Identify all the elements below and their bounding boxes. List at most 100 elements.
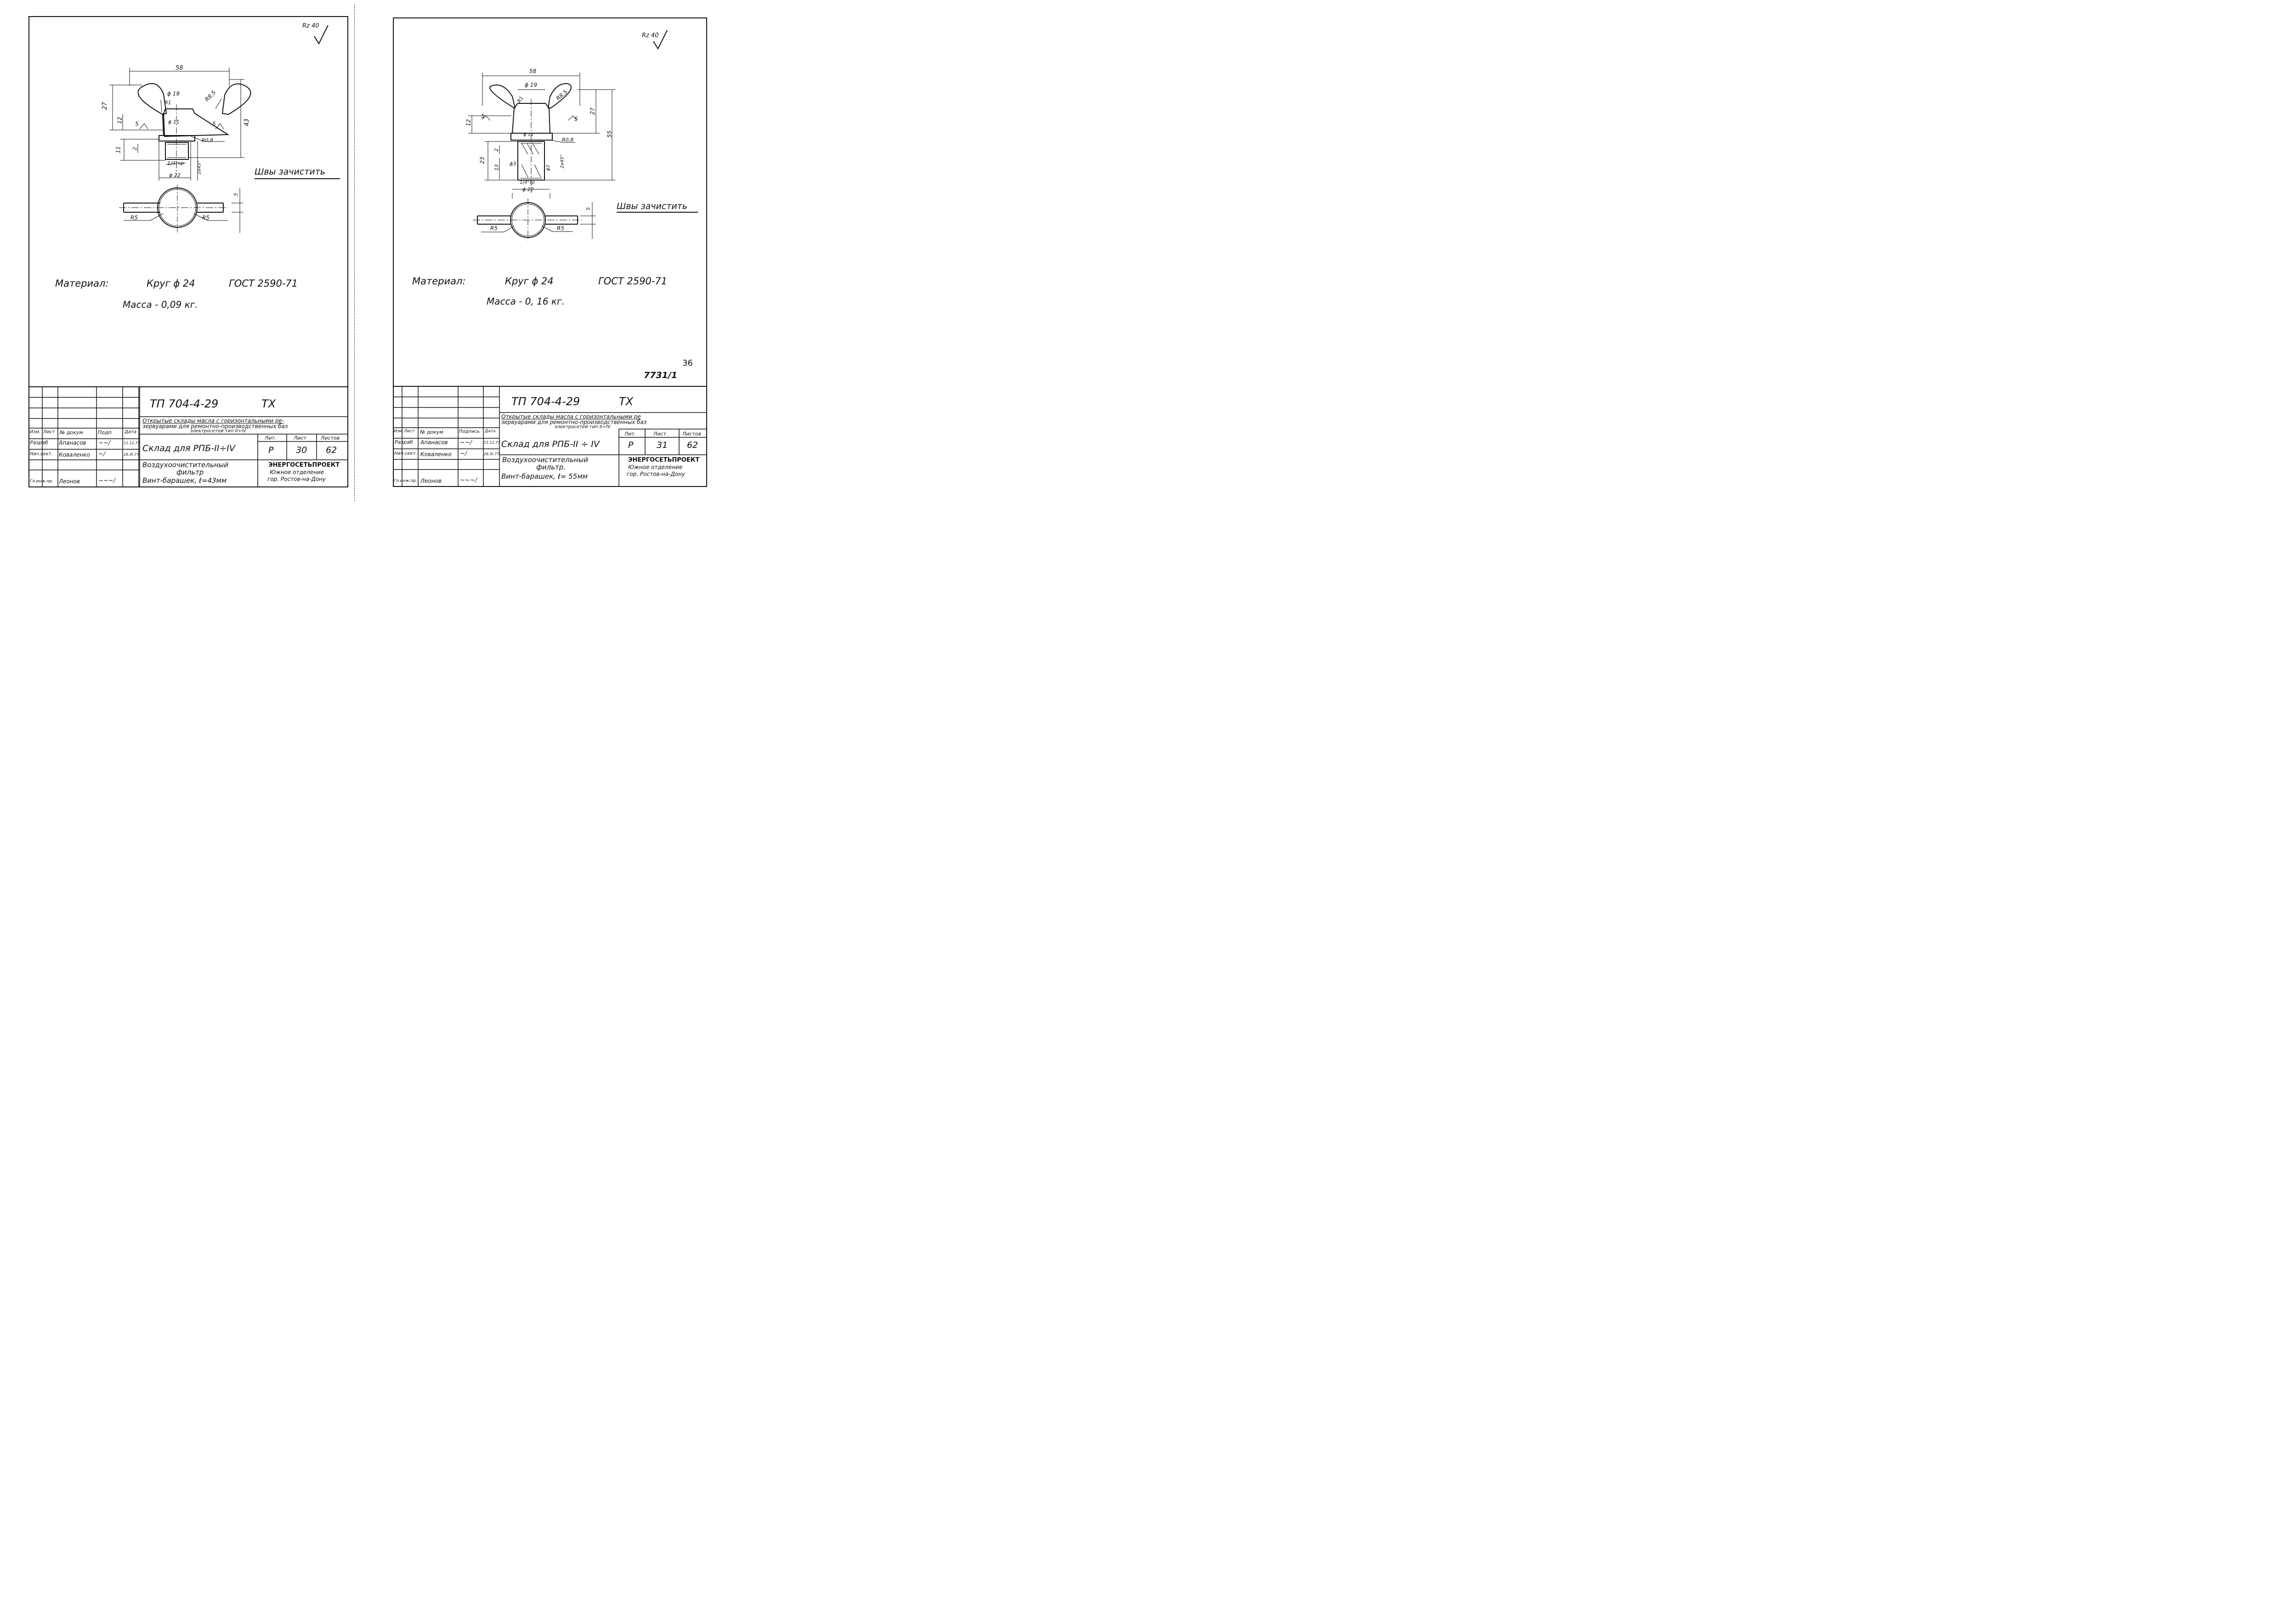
dim-hole-dia: ϕ3 <box>510 161 516 167</box>
title-block: ТП 704-4-29 ТХ Открытые склады масла с г… <box>29 386 347 486</box>
thread-spec: 1/4"тр <box>167 160 184 166</box>
dim-width: 58 <box>176 65 183 72</box>
wing-screw-drawing-55mm <box>468 30 698 241</box>
dim-chamfer-depth: 2 <box>132 147 138 150</box>
dim-thread-dia: ϕ 22 <box>169 172 181 178</box>
dim-thread-length: 23 <box>479 157 486 164</box>
roughness-mark: Rz 40 <box>302 23 319 29</box>
role-section-head: Нач.сект. <box>30 452 53 457</box>
dim-hub-dia: ϕ 19 <box>167 90 180 97</box>
col-izm: Изм. <box>30 430 41 435</box>
col-list: Лист <box>404 429 414 434</box>
organization-branch: Южное отделение <box>270 469 324 475</box>
drawing-sheet-right: Rz 40 58 ϕ 19 R1 R8,5 5 5 12 27 55 ϕ 11 … <box>393 17 707 487</box>
material-value: Круг ϕ 24 <box>505 276 554 287</box>
weld-right: 5 <box>574 116 578 122</box>
organization-city: гор. Ростов-на-Дону <box>267 476 326 482</box>
date-section-head: 26.XI.77 <box>484 452 499 456</box>
dim-hole-offset: 13 <box>493 164 500 171</box>
name-section-head: Коваленко <box>59 452 90 458</box>
drawing-name-line3: Винт-барашек, ℓ= 55мм <box>501 472 588 481</box>
col-izm: Изм. <box>394 429 404 434</box>
object-title: Склад для РПБ-II÷IV <box>142 443 235 453</box>
organization-name: ЭНЕРГОСЕТЬПРОЕКТ <box>628 457 700 464</box>
dim-hub-height: 12 <box>465 119 472 126</box>
thread-spec: 1/4"тр <box>520 180 535 185</box>
col-date: Дата <box>125 430 136 435</box>
dim-fillet: R1 <box>164 100 171 106</box>
col-sign: Подп <box>98 430 112 435</box>
doc-code: ТП 704-4-29 <box>150 397 219 410</box>
doc-code: ТП 704-4-29 <box>511 395 580 408</box>
dim-total-height: 43 <box>243 119 250 126</box>
organization-city: гор. Ростов-на-Дону <box>627 471 685 477</box>
sheet-label: Лист <box>294 435 306 441</box>
fold-line <box>354 5 355 501</box>
col-sign: Подпись <box>459 429 480 434</box>
name-developer: Апанасов <box>59 440 86 446</box>
drawing-sheet-left: Rz 40 58 ϕ 19 R1 R8,5 ϕ 11 27 12 43 5 5 … <box>28 16 348 487</box>
sheet-number: 30 <box>296 445 307 455</box>
role-section-head: Нач.сект. <box>394 451 417 456</box>
lit-value: Р <box>268 445 274 455</box>
material-gost: ГОСТ 2590-71 <box>229 278 298 289</box>
dim-plan-radius-right: R5 <box>202 215 210 221</box>
mass: Масса - 0, 16 кг. <box>487 296 565 307</box>
name-section-head: Коваленко <box>420 451 452 458</box>
col-doc: № докум <box>60 430 83 435</box>
sheets-label: Листов <box>682 431 702 437</box>
sheet-number: 31 <box>657 440 668 450</box>
doc-code-suffix: ТХ <box>261 397 276 410</box>
doc-code-suffix: ТХ <box>619 395 634 408</box>
weld-left: 5 <box>135 121 139 127</box>
roughness-mark: Rz 40 <box>642 32 659 39</box>
dim-chamfer-depth: 2 <box>493 148 499 152</box>
dim-hole-dia-right: ϕ3 <box>545 165 551 171</box>
col-doc: № докум <box>420 429 443 435</box>
project-name-line3: электросетей тип II÷IV <box>190 429 246 434</box>
organization-name: ЭНЕРГОСЕТЬПРОЕКТ <box>268 462 340 469</box>
drawing-name-line1: Воздухоочистительный <box>502 456 589 464</box>
dim-plan-radius-left: R5 <box>130 215 138 221</box>
role-developer: Разраб <box>30 440 48 446</box>
dim-wing-thickness: 5 <box>585 207 591 210</box>
sheets-total: 62 <box>326 445 337 455</box>
welds-note: Швы зачистить <box>255 167 326 177</box>
project-name-line1: Открытые склады масла с горизонтальными … <box>501 413 641 420</box>
dim-hub-dia: ϕ 19 <box>525 82 537 88</box>
role-chief-engineer: Гл.инж.пр. <box>30 479 53 484</box>
material-value: Круг ϕ 24 <box>147 278 195 289</box>
project-name-line1: Открытые склады масла с горизонтальными … <box>142 418 284 424</box>
weld-right: 5 <box>212 121 216 127</box>
dim-wing-height: 27 <box>101 102 108 110</box>
drawing-name-line1: Воздухоочистительный <box>142 461 229 469</box>
inventory-number: 7731/1 <box>644 370 678 380</box>
dim-thread-dia: ϕ 22 <box>522 187 534 192</box>
dim-hub-height: 12 <box>116 117 123 124</box>
sheet-label: Лист <box>653 431 666 437</box>
date-developer: 11.11.77 <box>124 441 140 445</box>
signature-chief-engineer: ~~~/ <box>460 477 477 484</box>
dim-edge-radius: R0,8 <box>202 137 214 143</box>
project-name-line3: электросетей тип II÷IV <box>555 424 611 430</box>
dim-plan-radius-right: R5 <box>557 225 564 232</box>
col-date: Дата <box>485 429 496 434</box>
project-name-line2: зервуарами для ремонтно-производственных… <box>142 423 288 430</box>
dim-wing-thickness: 5 <box>233 193 239 196</box>
sheets-total: 62 <box>687 440 698 450</box>
welds-note: Швы зачистить <box>617 201 688 211</box>
organization-branch: Южное отделение <box>628 464 683 470</box>
lit-label: Лит. <box>265 435 277 441</box>
name-chief-engineer: Леонов <box>420 478 442 484</box>
lit-value: Р <box>628 440 634 450</box>
date-developer: 11.11.77 <box>484 441 500 445</box>
weld-left: 5 <box>481 113 485 119</box>
material-label: Материал: <box>412 276 466 287</box>
role-developer: Разраб <box>395 439 413 445</box>
drawing-name-line2: фильтр <box>176 468 204 476</box>
mass: Масса - 0,09 кг. <box>123 299 198 310</box>
material-gost: ГОСТ 2590-71 <box>598 276 668 287</box>
dim-wing-height: 27 <box>589 107 596 115</box>
dim-thread-length: 11 <box>115 146 122 153</box>
name-developer: Апанасов <box>420 439 448 446</box>
